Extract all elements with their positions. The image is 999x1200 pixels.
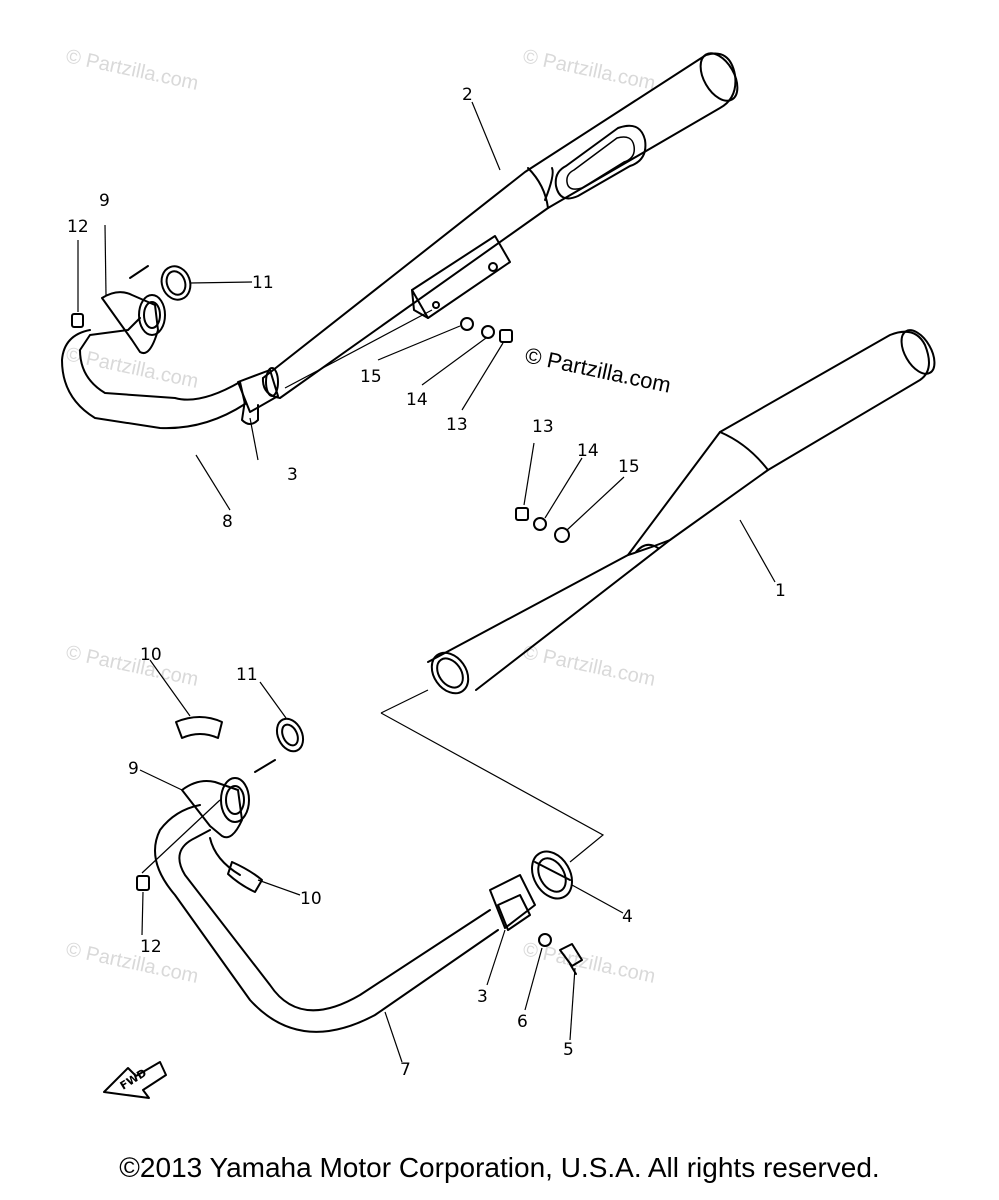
callout-4: 4 bbox=[622, 907, 633, 927]
collar-half-upper bbox=[175, 716, 223, 739]
callout-3: 3 bbox=[287, 465, 298, 485]
callout-1: 1 bbox=[775, 581, 786, 601]
callout-11: 11 bbox=[236, 665, 258, 685]
callout-15: 15 bbox=[618, 457, 640, 477]
callout-12: 12 bbox=[67, 217, 89, 237]
lockwasher-14-lower bbox=[533, 517, 547, 531]
joint-lower bbox=[531, 850, 573, 900]
leader-lines bbox=[77, 101, 776, 1063]
exhaust-pipe-lower bbox=[154, 804, 499, 1033]
washer-15-upper bbox=[460, 317, 474, 331]
callout-6: 6 bbox=[517, 1012, 528, 1032]
callout-2: 2 bbox=[462, 85, 473, 105]
nut-13-lower bbox=[515, 507, 529, 521]
callout-14: 14 bbox=[577, 441, 599, 461]
watermark-main: © Partzilla.com bbox=[523, 342, 673, 397]
callout-13: 13 bbox=[446, 415, 468, 435]
callout-13: 13 bbox=[532, 417, 554, 437]
nut-upper bbox=[71, 313, 84, 328]
muffler-lower bbox=[427, 329, 936, 695]
clamp-lower bbox=[489, 874, 536, 931]
watermark: © Partzilla.com bbox=[521, 641, 657, 691]
callout-8: 8 bbox=[222, 512, 233, 532]
callout-11: 11 bbox=[252, 273, 274, 293]
nut-lower bbox=[136, 875, 150, 891]
clamp-upper bbox=[237, 367, 279, 425]
callout-9: 9 bbox=[99, 191, 110, 211]
fwd-arrow-icon: FWD bbox=[103, 1061, 167, 1099]
watermark: © Partzilla.com bbox=[64, 45, 200, 95]
watermark: © Partzilla.com bbox=[64, 938, 200, 988]
lockwasher-14-upper bbox=[481, 325, 495, 339]
watermark: © Partzilla.com bbox=[64, 343, 200, 393]
nut-13-upper bbox=[499, 329, 513, 343]
copyright-notice: ©2013 Yamaha Motor Corporation, U.S.A. A… bbox=[119, 1152, 880, 1183]
callout-5: 5 bbox=[563, 1040, 574, 1060]
flange-upper bbox=[101, 291, 166, 354]
callout-12: 12 bbox=[140, 937, 162, 957]
gasket-upper bbox=[160, 265, 192, 301]
callouts: 2 9 12 11 15 14 13 3 8 13 14 15 1 10 11 … bbox=[67, 85, 786, 1080]
callout-7: 7 bbox=[400, 1060, 411, 1080]
watermark: © Partzilla.com bbox=[521, 45, 657, 95]
washer-lower bbox=[538, 933, 552, 947]
callout-10: 10 bbox=[300, 889, 322, 909]
washer-15-lower bbox=[554, 527, 570, 543]
callout-15: 15 bbox=[360, 367, 382, 387]
flange-lower bbox=[181, 777, 250, 839]
gasket-lower bbox=[275, 717, 305, 753]
callout-9: 9 bbox=[128, 759, 139, 779]
watermark: © Partzilla.com bbox=[64, 641, 200, 691]
callout-3: 3 bbox=[477, 987, 488, 1007]
callout-14: 14 bbox=[406, 390, 428, 410]
muffler-upper bbox=[261, 52, 739, 399]
callout-10: 10 bbox=[140, 645, 162, 665]
collar-half-lower bbox=[227, 861, 263, 893]
